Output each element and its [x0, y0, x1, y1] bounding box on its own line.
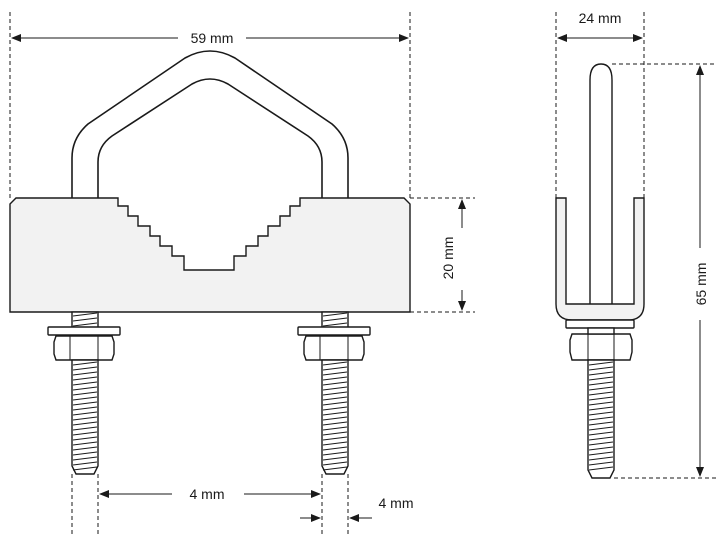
thread-line: [72, 386, 98, 391]
thread-line: [72, 376, 98, 381]
block-height-label: 20 mm: [440, 237, 456, 280]
thread-line: [588, 436, 614, 441]
thread-line: [72, 446, 98, 451]
total-height-label: 65 mm: [693, 263, 709, 306]
thread-line: [72, 391, 98, 396]
thread-line: [588, 391, 614, 396]
left-bolt: [47, 311, 121, 475]
thread-line: [322, 396, 348, 401]
thread-line: [588, 431, 614, 436]
thread-line: [322, 426, 348, 431]
thread-line: [72, 441, 98, 446]
u-bolt: [71, 50, 349, 198]
thread-line: [72, 366, 98, 371]
thread-line: [322, 451, 348, 456]
right-bolt: [297, 311, 371, 475]
thread-line: [322, 416, 348, 421]
top-width-label: 59 mm: [191, 30, 234, 46]
thread-line: [72, 451, 98, 456]
bolt-diameter-label: 4 mm: [379, 495, 414, 511]
bolt-spacing-label: 4 mm: [190, 486, 225, 502]
thread-line: [588, 401, 614, 406]
thread-line: [322, 441, 348, 446]
thread-line: [322, 361, 348, 366]
thread-line: [322, 461, 348, 466]
thread-line: [72, 322, 98, 327]
thread-line: [72, 421, 98, 426]
thread-line: [588, 466, 614, 471]
thread-line: [72, 361, 98, 366]
thread-line: [72, 431, 98, 436]
thread-line: [322, 411, 348, 416]
side-view: 24 mm 65 mm: [555, 10, 716, 479]
thread-line: [588, 416, 614, 421]
thread-line: [322, 436, 348, 441]
thread-line: [322, 401, 348, 406]
thread-line: [588, 406, 614, 411]
thread-line: [588, 446, 614, 451]
thread-line: [588, 366, 614, 371]
thread-line: [322, 466, 348, 471]
thread-line: [322, 431, 348, 436]
thread-line: [72, 312, 98, 317]
thread-line: [588, 381, 614, 386]
thread-line: [72, 466, 98, 471]
thread-line: [72, 381, 98, 386]
thread-line: [322, 376, 348, 381]
thread-line: [72, 401, 98, 406]
thread-line: [72, 411, 98, 416]
front-view: 59 mm 20 mm 4 mm 4 mm: [9, 12, 475, 536]
thread-line: [322, 421, 348, 426]
thread-line: [72, 461, 98, 466]
thread-line: [72, 436, 98, 441]
thread-line: [588, 426, 614, 431]
thread-line: [322, 386, 348, 391]
thread-line: [72, 456, 98, 461]
thread-line: [588, 451, 614, 456]
thread-line: [322, 366, 348, 371]
thread-line: [322, 446, 348, 451]
thread-line: [322, 317, 348, 322]
thread-line: [588, 441, 614, 446]
thread-line: [322, 312, 348, 317]
thread-line: [72, 317, 98, 322]
thread-line: [72, 416, 98, 421]
thread-line: [588, 361, 614, 366]
thread-line: [72, 396, 98, 401]
thread-line: [72, 406, 98, 411]
thread-line: [588, 371, 614, 376]
thread-line: [322, 371, 348, 376]
side-width-label: 24 mm: [579, 10, 622, 26]
thread-line: [588, 396, 614, 401]
clamp-block: [9, 197, 411, 313]
thread-line: [588, 376, 614, 381]
thread-line: [322, 322, 348, 327]
thread-line: [588, 461, 614, 466]
thread-line: [72, 371, 98, 376]
thread-line: [588, 421, 614, 426]
thread-line: [322, 381, 348, 386]
thread-line: [322, 406, 348, 411]
thread-line: [588, 386, 614, 391]
thread-line: [322, 456, 348, 461]
thread-line: [72, 426, 98, 431]
thread-line: [322, 391, 348, 396]
thread-line: [588, 411, 614, 416]
thread-line: [588, 456, 614, 461]
